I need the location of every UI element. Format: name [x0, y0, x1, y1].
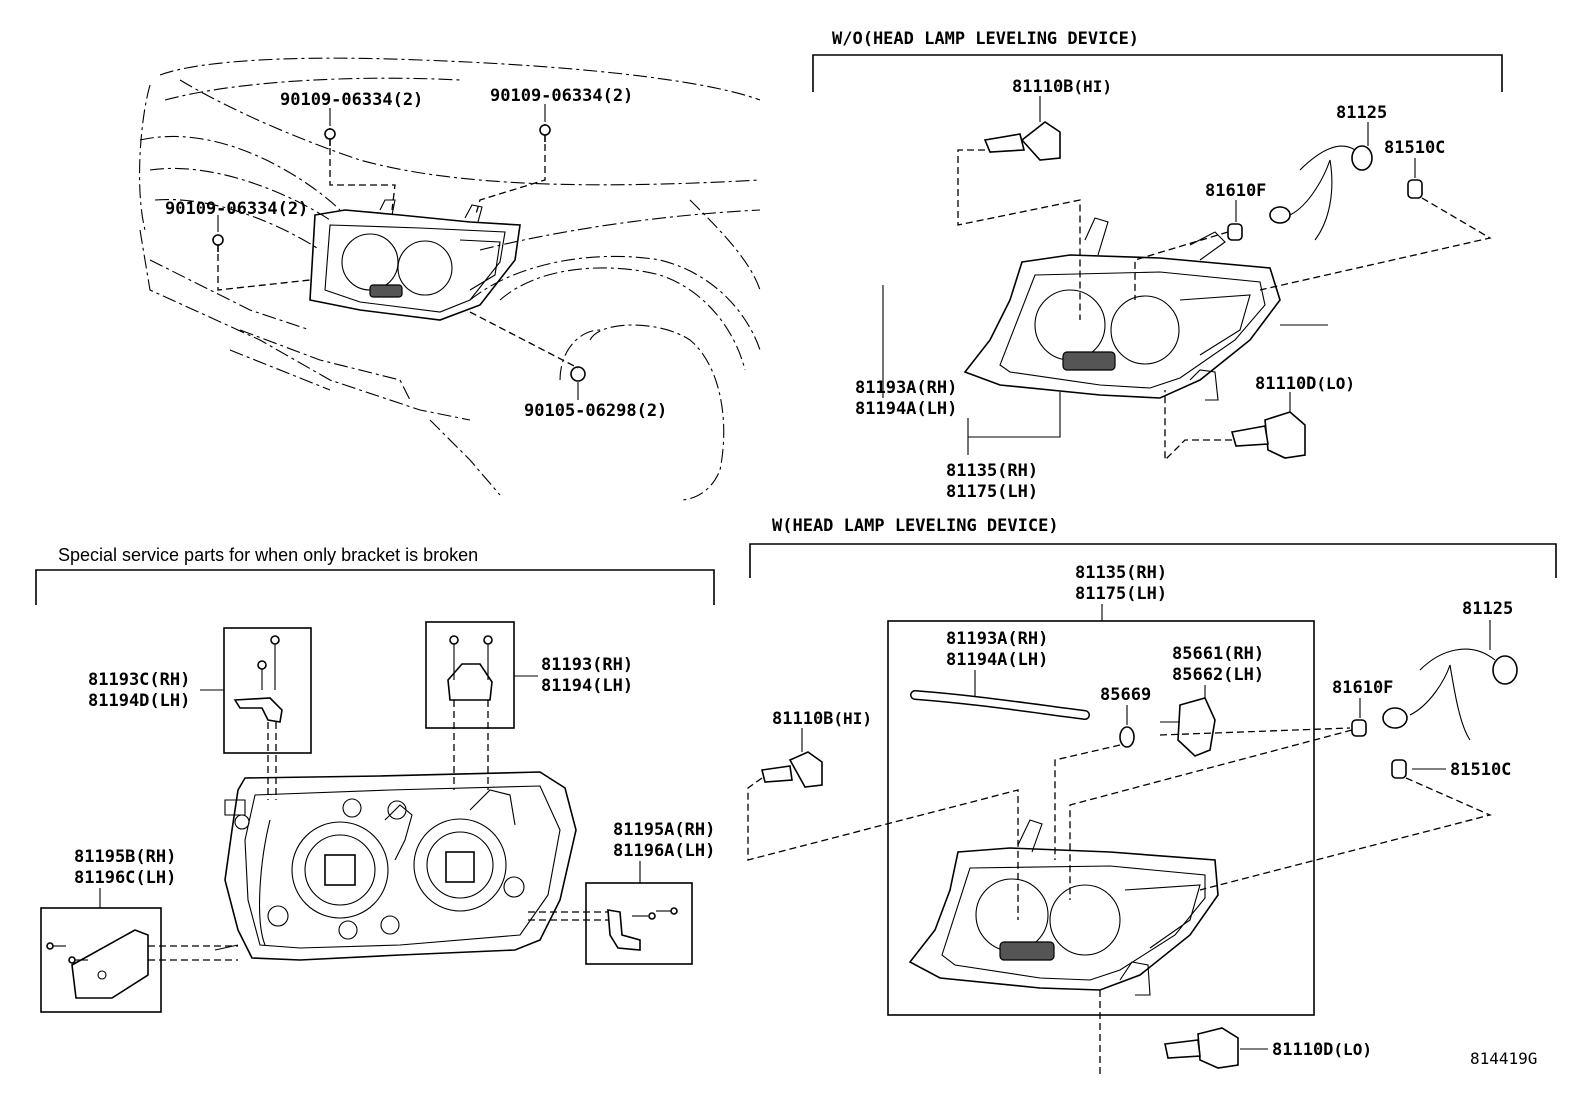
label-w-bulb-side: 81510C	[1450, 760, 1511, 780]
leveling-actuator-icon	[1160, 697, 1216, 757]
section-title-w-leveling: W(HEAD LAMP LEVELING DEVICE)	[772, 516, 1059, 536]
section-title-wo-leveling: W/O(HEAD LAMP LEVELING DEVICE)	[832, 29, 1139, 49]
oring-icon	[1119, 726, 1135, 748]
bulb-hi-icon	[983, 121, 1061, 161]
bulb-side-w-icon	[1391, 759, 1407, 779]
label-wo-socket: 81125	[1336, 103, 1387, 123]
label-bracket-b-rh: 81195B(RH)	[74, 847, 176, 867]
socket-icon	[1269, 145, 1373, 241]
label-w-bulb-hi: 81110B(HI)	[772, 709, 872, 729]
socket-w-icon	[1382, 648, 1518, 741]
headlamp-rear-view-icon	[214, 771, 577, 961]
label-w-bulb-small: 81610F	[1332, 678, 1393, 698]
label-wo-bulb-side: 81510C	[1384, 138, 1445, 158]
label-w-unit-rh: 81135(RH)	[1075, 563, 1167, 583]
section-without-leveling: W/O(HEAD LAMP LEVELING DEVICE) 81110B(HI…	[806, 29, 1503, 502]
label-w-oring: 85669	[1100, 685, 1151, 705]
label-bracket-lh: 81194(LH)	[541, 676, 633, 696]
label-bracket-c2-lh: 81196C(LH)	[74, 868, 176, 888]
bracket-box	[425, 621, 515, 729]
label-wo-bulb-hi: 81110B(HI)	[1012, 77, 1112, 97]
bracket-box-a	[585, 882, 693, 965]
label-w-actuator-lh: 85662(LH)	[1172, 665, 1264, 685]
label-bracket-rh: 81193(RH)	[541, 655, 633, 675]
label-w-actuator-rh: 85661(RH)	[1172, 644, 1264, 664]
label-bolt-top-left: 90109-06334(2)	[280, 90, 423, 110]
label-w-gasket-rh: 81193A(RH)	[946, 629, 1048, 649]
label-w-bulb-lo: 81110D(LO)	[1272, 1040, 1372, 1060]
label-wo-gasket-lh: 81194A(LH)	[855, 399, 957, 419]
label-wo-bulb-lo: 81110D(LO)	[1255, 374, 1355, 394]
section-bracket-parts: Special service parts for when only brac…	[35, 545, 715, 1013]
bulb-side-icon	[1407, 179, 1423, 199]
bulb-small-icon	[1227, 223, 1243, 241]
label-bracket-c-rh: 81193C(RH)	[88, 670, 190, 690]
bulb-hi-w-icon	[761, 751, 823, 788]
vehicle-front-view: 90109-06334(2) 90109-06334(2) 90109-0633…	[138, 57, 761, 501]
label-bracket-a-lh: 81196A(LH)	[613, 841, 715, 861]
label-w-gasket-lh: 81194A(LH)	[946, 650, 1048, 670]
bulb-lo-w-icon	[1164, 1027, 1239, 1069]
section-title-special-parts: Special service parts for when only brac…	[58, 545, 478, 565]
label-w-unit-lh: 81175(LH)	[1075, 584, 1167, 604]
label-w-socket: 81125	[1462, 599, 1513, 619]
bulb-lo-icon	[1230, 411, 1306, 459]
figure-id: 814419G	[1470, 1049, 1537, 1068]
label-wo-gasket-rh: 81193A(RH)	[855, 378, 957, 398]
label-bolt-side: 90109-06334(2)	[165, 199, 308, 219]
unit-frame-w	[887, 620, 1315, 1016]
headlamp-assembly-wo-icon	[963, 217, 1328, 401]
label-bracket-a-rh: 81195A(RH)	[613, 820, 715, 840]
label-wo-unit-lh: 81175(LH)	[946, 482, 1038, 502]
label-bracket-d-lh: 81194D(LH)	[88, 691, 190, 711]
label-wo-unit-rh: 81135(RH)	[946, 461, 1038, 481]
label-bolt-top-right: 90109-06334(2)	[490, 86, 633, 106]
label-wo-bulb-small: 81610F	[1205, 181, 1266, 201]
section-with-leveling: W(HEAD LAMP LEVELING DEVICE) 81135(RH) 8…	[747, 516, 1557, 1075]
bulb-small-w-icon	[1351, 719, 1367, 737]
headlamp-assembly-w-icon	[908, 819, 1219, 996]
label-nut-lower: 90105-06298(2)	[524, 401, 667, 421]
